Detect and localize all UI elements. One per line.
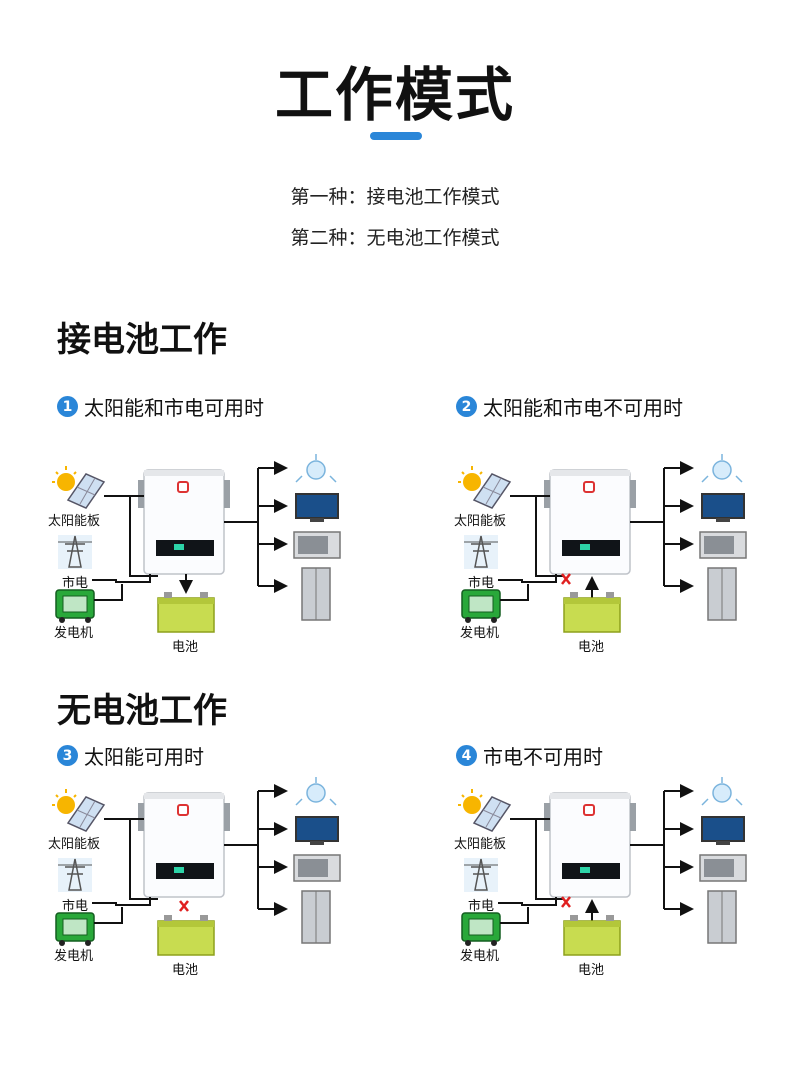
generator-label: 发电机 <box>54 949 94 964</box>
mode-line-1: 第一种：接电池工作模式 <box>290 186 500 208</box>
case-3-label: 3 太阳能可用时 <box>57 741 204 770</box>
inverter-icon <box>544 469 636 575</box>
case-number-badge: 2 <box>456 396 477 417</box>
mains-label: 市电 <box>468 576 495 591</box>
load-wires <box>630 784 694 916</box>
power-pylon-icon <box>464 858 498 892</box>
source-wires <box>498 495 564 601</box>
wiring-diagram-svg <box>52 454 341 633</box>
light-bulb-icon <box>295 777 337 806</box>
generator-icon <box>461 589 501 623</box>
battery-label: 电池 <box>172 963 199 978</box>
case-text: 太阳能和市电不可用时 <box>483 396 683 420</box>
refrigerator-icon <box>301 890 331 944</box>
solar-panel-icon <box>52 466 106 509</box>
mains-label: 市电 <box>62 899 89 914</box>
battery-label: 电池 <box>172 640 199 655</box>
battery-cut-mark-icon <box>179 900 189 912</box>
microwave-icon <box>699 854 747 882</box>
solar-panel-icon <box>458 466 512 509</box>
tv-icon <box>295 493 339 522</box>
inverter-icon <box>138 469 230 575</box>
mode-line-2: 第二种：无电池工作模式 <box>290 227 500 249</box>
load-wires <box>224 784 288 916</box>
wiring-diagram-1: 太阳能板 市电 发电机 电池 <box>46 454 386 670</box>
source-wires <box>92 818 158 924</box>
mains-label: 市电 <box>62 576 89 591</box>
generator-icon <box>55 912 95 946</box>
battery-icon <box>157 915 215 956</box>
generator-icon <box>461 912 501 946</box>
microwave-icon <box>293 854 341 882</box>
wiring-diagram-svg <box>458 454 747 633</box>
solar-panel-icon <box>52 789 106 832</box>
load-wires <box>224 461 288 593</box>
microwave-icon <box>699 531 747 559</box>
battery-icon <box>563 592 621 633</box>
case-number-badge: 1 <box>57 396 78 417</box>
light-bulb-icon <box>701 454 743 483</box>
inverter-icon <box>138 792 230 898</box>
battery-icon <box>563 915 621 956</box>
generator-icon <box>55 589 95 623</box>
solar-panel-icon <box>458 789 512 832</box>
wiring-diagram-svg <box>52 777 341 956</box>
section-title-no-battery: 无电池工作 <box>57 691 227 731</box>
solar-label: 太阳能板 <box>454 514 507 529</box>
generator-label: 发电机 <box>460 949 500 964</box>
refrigerator-icon <box>707 890 737 944</box>
source-wires <box>498 818 564 924</box>
title-underline <box>370 132 422 140</box>
case-4-label: 4 市电不可用时 <box>456 741 603 770</box>
refrigerator-icon <box>301 567 331 621</box>
wiring-diagram-4: 太阳能板 市电 发电机 电池 <box>452 777 790 993</box>
power-pylon-icon <box>464 535 498 569</box>
microwave-icon <box>293 531 341 559</box>
solar-label: 太阳能板 <box>48 514 101 529</box>
case-text: 市电不可用时 <box>483 745 603 769</box>
load-wires <box>630 461 694 593</box>
tv-icon <box>701 816 745 845</box>
solar-label: 太阳能板 <box>454 837 507 852</box>
case-number-badge: 3 <box>57 745 78 766</box>
solar-label: 太阳能板 <box>48 837 101 852</box>
source-wires <box>92 495 158 601</box>
page-title: 工作模式 <box>274 61 515 129</box>
tv-icon <box>701 493 745 522</box>
section-title-battery: 接电池工作 <box>57 320 227 360</box>
generator-label: 发电机 <box>460 626 500 641</box>
mains-cut-mark-icon <box>561 896 599 921</box>
battery-icon <box>157 592 215 633</box>
mains-cut-mark-icon <box>561 573 599 598</box>
light-bulb-icon <box>295 454 337 483</box>
battery-label: 电池 <box>578 963 605 978</box>
case-text: 太阳能可用时 <box>84 745 204 769</box>
case-text: 太阳能和市电可用时 <box>84 396 264 420</box>
mains-label: 市电 <box>468 899 495 914</box>
wiring-diagram-2: 太阳能板 市电 发电机 电池 <box>452 454 790 670</box>
power-pylon-icon <box>58 535 92 569</box>
case-2-label: 2 太阳能和市电不可用时 <box>456 392 683 421</box>
wiring-diagram-3: 太阳能板 市电 发电机 电池 <box>46 777 386 993</box>
tv-icon <box>295 816 339 845</box>
inverter-icon <box>544 792 636 898</box>
light-bulb-icon <box>701 777 743 806</box>
generator-label: 发电机 <box>54 626 94 641</box>
wiring-diagram-svg <box>458 777 747 956</box>
case-number-badge: 4 <box>456 745 477 766</box>
battery-label: 电池 <box>578 640 605 655</box>
power-pylon-icon <box>58 858 92 892</box>
case-1-label: 1 太阳能和市电可用时 <box>57 392 264 421</box>
refrigerator-icon <box>707 567 737 621</box>
